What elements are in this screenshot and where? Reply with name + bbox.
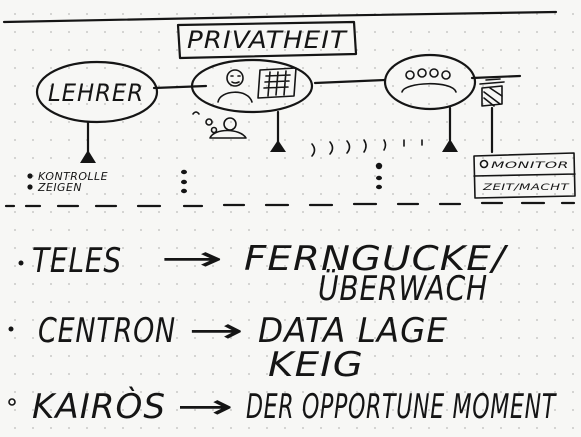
computer-screen-icon	[257, 67, 297, 99]
note-arrow: →	[160, 239, 226, 279]
box-zeitmacht-label: ZEIT/MACHT	[482, 183, 571, 193]
note-def-line2: ÜBERWACH	[318, 268, 488, 309]
box-monitor-label: MONITOR	[491, 161, 569, 171]
note-def-line1: DATA LAGE	[258, 311, 448, 351]
dashed-divider	[4, 201, 576, 208]
note-bullet	[18, 260, 24, 266]
monitor-icon	[479, 78, 505, 107]
connector-line	[152, 74, 522, 90]
dot-column-right	[375, 162, 383, 190]
bullet-dot	[27, 173, 33, 179]
classroom-bubble	[190, 58, 314, 114]
lehrer-bubble	[35, 60, 159, 124]
bullet-zeigen: ZEIGEN	[37, 181, 82, 194]
title-text: PRIVATHEIT	[187, 26, 348, 54]
group-pin	[442, 139, 458, 152]
dot-column-left	[181, 169, 187, 194]
note-arrow: →	[188, 311, 246, 351]
top-rule-line	[2, 10, 558, 24]
person-icon	[217, 69, 253, 103]
note-def-line1: DER OPPORTUNE MOMENT	[246, 387, 557, 427]
box-bullet	[479, 159, 489, 169]
group-bubble	[383, 53, 477, 111]
note-bullet	[8, 326, 14, 332]
note-term-kairos: KAIRÒS	[32, 386, 166, 427]
title-box	[176, 20, 358, 60]
monitor-box	[473, 152, 576, 199]
note-def-line1: FERNGUCKE/	[244, 239, 509, 279]
classroom-pin	[270, 140, 286, 152]
lehrer-pin	[80, 150, 96, 163]
note-term-centron: CENTRON	[38, 311, 176, 351]
bullet-kontrolle: KONTROLLE	[38, 170, 108, 183]
bullet-dot	[27, 184, 33, 190]
group-people-icon	[401, 68, 457, 93]
note-arrow: →	[176, 387, 236, 427]
lehrer-label: LEHRER	[48, 79, 144, 107]
progression-marks	[311, 139, 423, 157]
note-term-teles: TELES	[32, 241, 122, 281]
note-bullet	[8, 398, 16, 406]
student-icon	[192, 111, 247, 139]
note-def-line2: KEIG	[268, 345, 364, 385]
